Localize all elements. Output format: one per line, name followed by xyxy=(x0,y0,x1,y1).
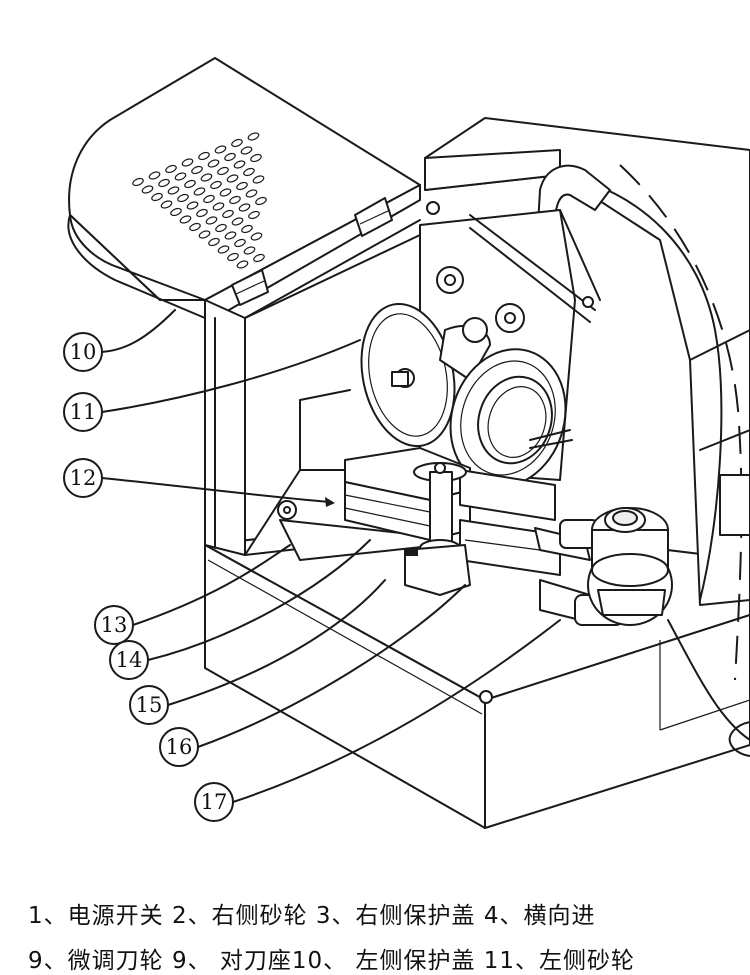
adjustment-knob-assembly xyxy=(534,507,673,626)
vent-hole xyxy=(247,132,260,141)
vent-hole xyxy=(167,186,180,195)
legend-line-2: 9、微调刀轮 9、 对刀座10、 左侧保护盖 11、左侧砂轮 xyxy=(28,948,636,974)
vent-hole xyxy=(222,209,234,219)
vent-hole xyxy=(193,187,206,196)
vent-hole xyxy=(229,195,241,205)
callout-number: 10 xyxy=(70,340,97,364)
vent-hole xyxy=(255,196,267,206)
callout-11: 11 xyxy=(63,392,103,432)
vent-hole xyxy=(215,223,227,233)
vent-hole xyxy=(205,216,218,225)
vent-hole xyxy=(240,146,253,155)
vent-hole xyxy=(207,159,220,168)
vent-hole xyxy=(248,210,260,220)
vent-hole xyxy=(141,185,154,194)
vent-hole xyxy=(170,207,182,217)
vent-hole xyxy=(217,166,229,176)
vent-hole xyxy=(160,200,173,209)
vent-hole xyxy=(174,172,187,181)
vent-hole xyxy=(148,171,161,180)
vent-hole xyxy=(189,222,201,232)
vent-hole xyxy=(217,245,230,254)
vent-hole xyxy=(181,158,194,167)
vent-hole xyxy=(233,160,246,169)
vent-hole xyxy=(226,174,239,183)
right-guard-housing xyxy=(424,117,750,681)
right-grinding-wheel xyxy=(449,348,573,488)
vent-hole xyxy=(212,202,225,211)
callout-number: 14 xyxy=(116,648,143,672)
callout-15: 15 xyxy=(129,685,169,725)
vent-hole xyxy=(227,252,239,262)
vent-hole xyxy=(231,217,244,226)
vent-hole xyxy=(179,215,192,224)
callout-number: 12 xyxy=(70,466,97,490)
vent-hole xyxy=(234,238,246,248)
vent-hole xyxy=(238,203,251,212)
callout-10: 10 xyxy=(63,332,103,372)
vent-hole xyxy=(203,194,215,204)
callout-number: 16 xyxy=(166,735,193,759)
vent-hole xyxy=(151,192,163,202)
vent-hole xyxy=(165,164,177,174)
vent-hole xyxy=(208,237,220,247)
vent-hole xyxy=(243,167,255,177)
callout-13: 13 xyxy=(94,605,134,645)
vent-hole xyxy=(200,173,213,182)
vent-hole xyxy=(186,201,199,210)
vent-hole xyxy=(252,175,265,184)
vent-hole xyxy=(191,165,203,175)
callout-number: 11 xyxy=(70,400,97,424)
vent-hole xyxy=(241,224,253,234)
vent-hole xyxy=(253,253,265,263)
vent-hole xyxy=(210,180,222,190)
vent-hole xyxy=(250,232,263,241)
left-protective-cover xyxy=(67,57,421,556)
callout-partial-right xyxy=(728,721,750,757)
tool-holder xyxy=(404,462,471,596)
callout-17: 17 xyxy=(194,782,234,822)
vent-hole xyxy=(214,145,227,154)
callout-number: 13 xyxy=(101,613,128,637)
vent-hole xyxy=(196,208,208,218)
vent-hole xyxy=(184,179,196,189)
vent-hole xyxy=(219,188,232,197)
vent-hole xyxy=(236,181,248,191)
vent-hole xyxy=(198,230,211,239)
callout-number: 17 xyxy=(201,790,228,814)
vent-hole xyxy=(231,138,243,148)
vent-hole xyxy=(224,231,237,240)
legend-line-1: 1、电源开关 2、右侧砂轮 3、右侧保护盖 4、横向进 xyxy=(28,903,596,929)
vent-hole xyxy=(250,153,262,163)
vent-hole xyxy=(236,260,249,269)
ventilation-holes xyxy=(132,132,267,269)
callout-12: 12 xyxy=(63,458,103,498)
vent-hole xyxy=(198,151,210,161)
vent-hole xyxy=(243,246,256,255)
machine-diagram: 10 11 12 13 14 15 16 17 xyxy=(63,57,750,829)
vent-hole xyxy=(177,193,189,203)
callout-number: 15 xyxy=(136,693,163,717)
vent-hole xyxy=(224,152,236,162)
callout-16: 16 xyxy=(159,727,199,767)
vent-hole xyxy=(132,177,144,187)
callout-14: 14 xyxy=(109,640,149,680)
leader-lines xyxy=(101,309,750,803)
vent-hole xyxy=(158,178,170,188)
vent-hole xyxy=(245,189,258,198)
